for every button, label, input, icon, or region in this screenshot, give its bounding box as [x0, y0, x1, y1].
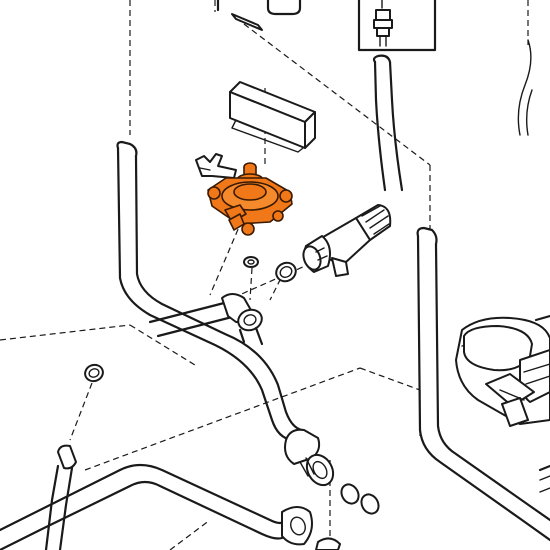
vertical-tube-right — [416, 226, 550, 542]
top-left-part-fragments — [216, 0, 302, 31]
pump-assembly — [455, 314, 550, 493]
tube-connector — [148, 293, 264, 346]
pressure-valve-part[interactable] — [207, 162, 293, 236]
sensor-cable — [372, 54, 404, 192]
left-bottom-tube — [44, 363, 104, 550]
clip-part — [195, 153, 237, 179]
bottom-fitting — [284, 428, 380, 515]
o-ring — [275, 261, 297, 283]
sensor-inset-box — [357, 0, 437, 52]
valve-fitting — [302, 204, 392, 277]
cover-part — [229, 81, 316, 153]
lower-pipe — [0, 463, 341, 550]
small-washer — [243, 256, 259, 268]
right-wire — [517, 39, 532, 136]
vertical-tube-left — [116, 140, 304, 442]
